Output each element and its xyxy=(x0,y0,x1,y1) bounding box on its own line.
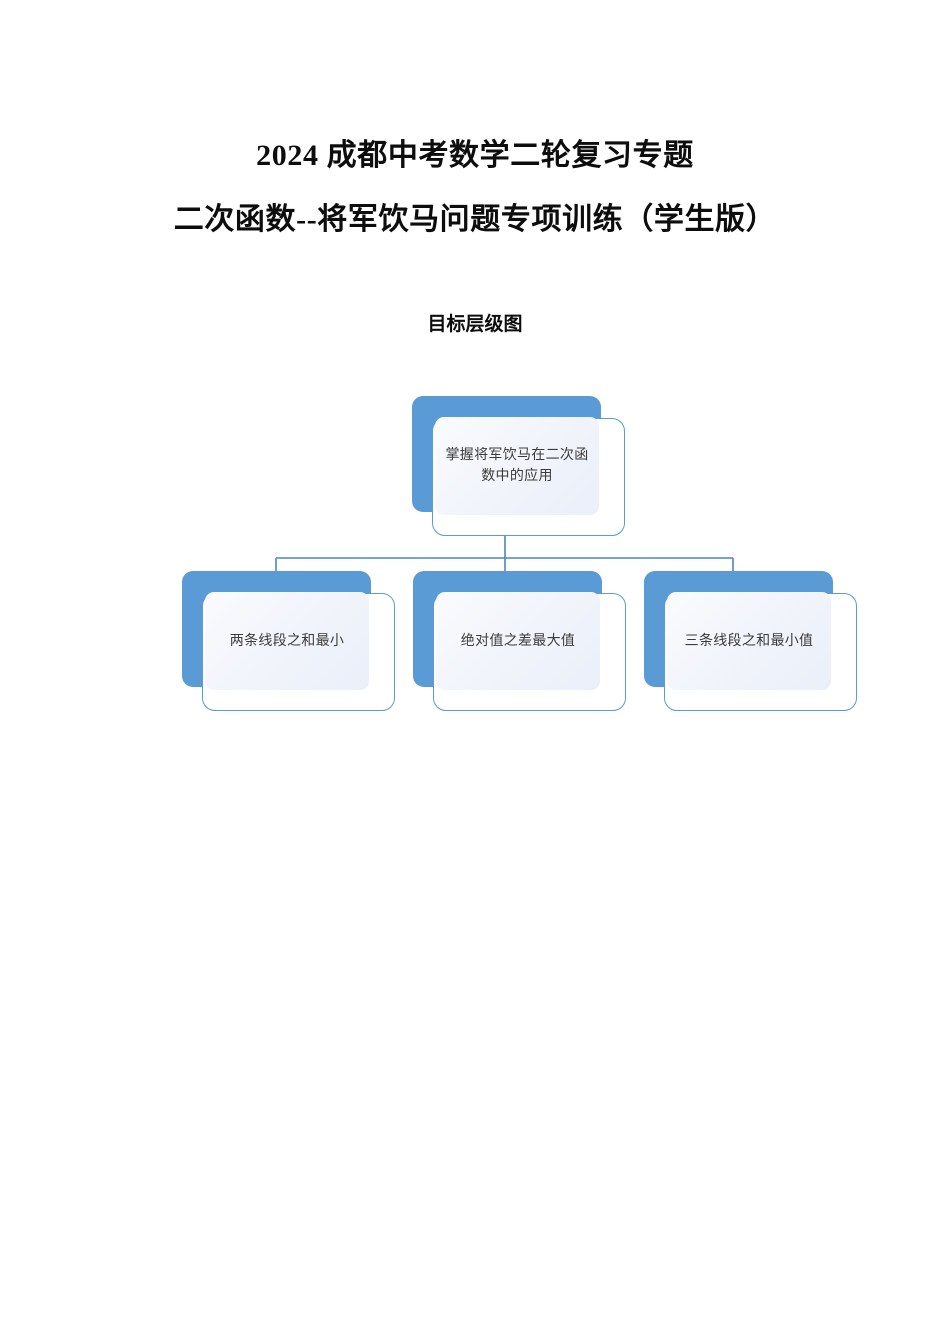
page-title-line-2: 二次函数--将军饮马问题专项训练（学生版） xyxy=(173,203,777,236)
node-label: 绝对值之差最大值 xyxy=(460,633,576,649)
node-label-plate: 两条线段之和最小 xyxy=(205,592,369,690)
node-label: 三条线段之和最小值 xyxy=(684,633,814,649)
diagram-node-root[interactable]: 掌握将军饮马在二次函数中的应用 xyxy=(412,396,625,536)
node-label-plate: 绝对值之差最大值 xyxy=(436,592,600,690)
page-title-line-1: 2024 成都中考数学二轮复习专题 xyxy=(256,139,694,172)
node-label-plate: 三条线段之和最小值 xyxy=(667,592,831,690)
node-label: 两条线段之和最小 xyxy=(229,633,345,649)
node-label: 掌握将军饮马在二次函数中的应用 xyxy=(445,448,589,484)
section-caption: 目标层级图 xyxy=(427,314,523,335)
node-label-plate: 掌握将军饮马在二次函数中的应用 xyxy=(435,417,599,515)
diagram-node-child-3[interactable]: 三条线段之和最小值 xyxy=(644,571,857,711)
diagram-node-child-1[interactable]: 两条线段之和最小 xyxy=(182,571,395,711)
diagram-node-child-2[interactable]: 绝对值之差最大值 xyxy=(413,571,626,711)
